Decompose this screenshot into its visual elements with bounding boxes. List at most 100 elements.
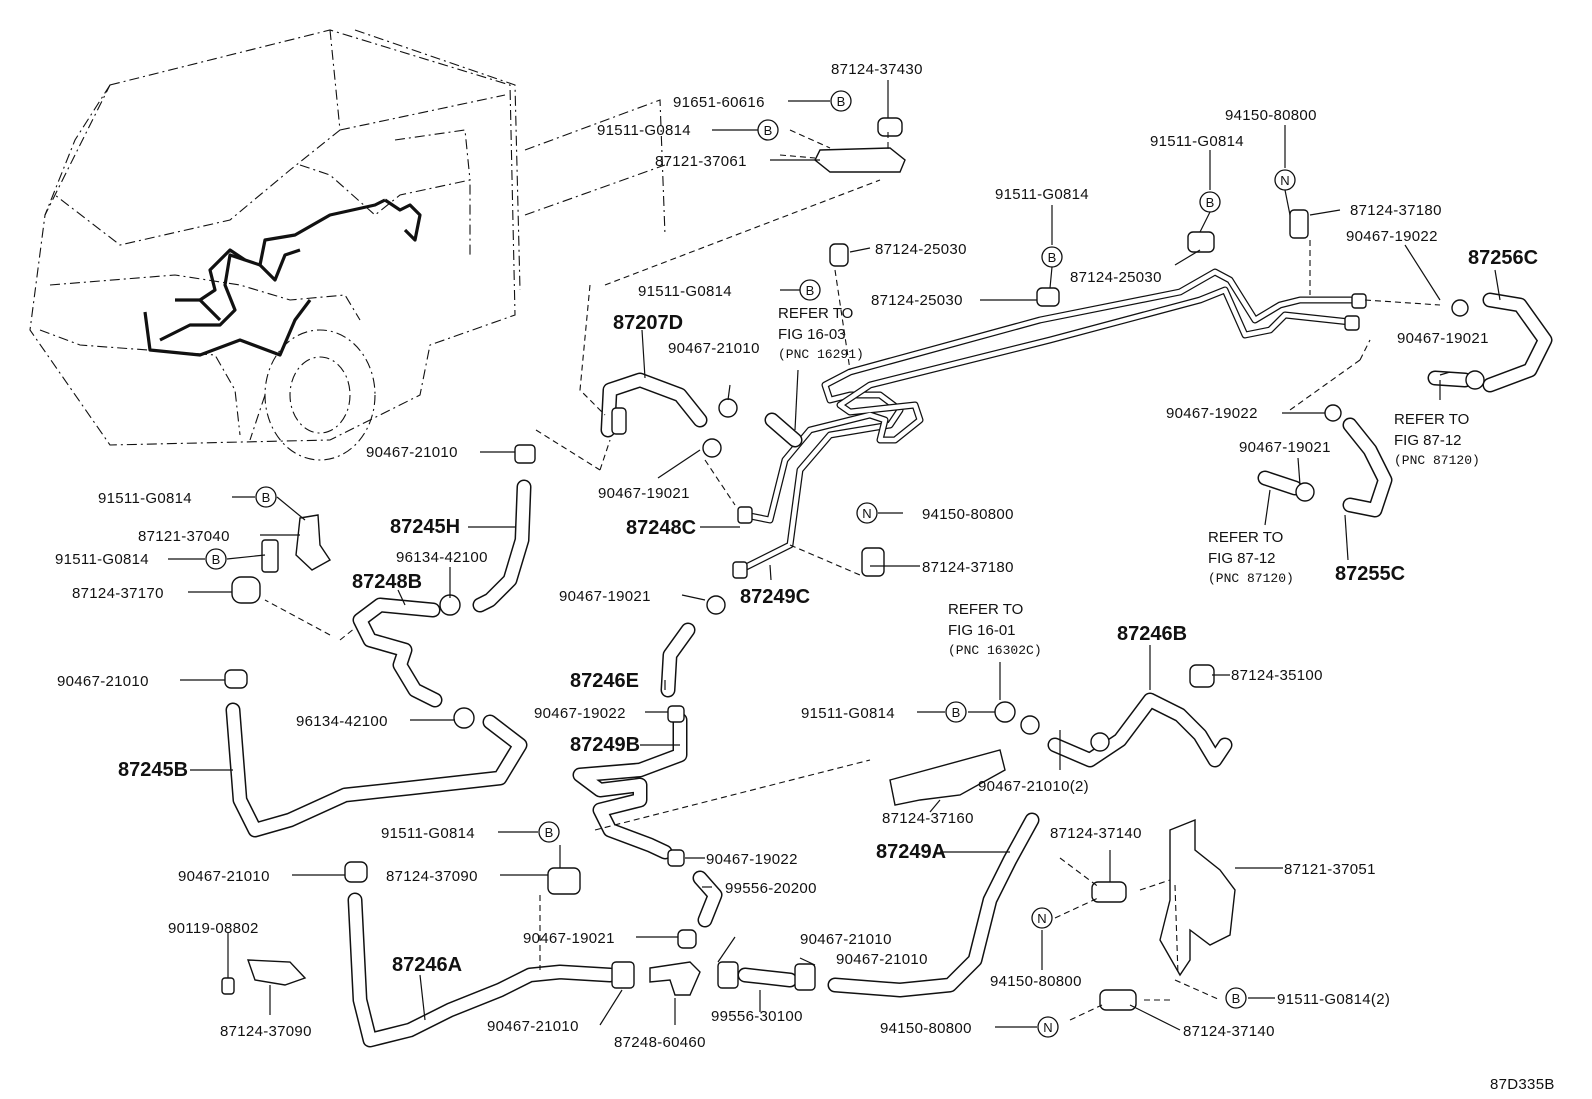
label-87121-37061: 87121-37061 bbox=[655, 153, 747, 170]
clip-90467-19022-d bbox=[667, 849, 685, 867]
label-90467-21010-f: 90467-21010 bbox=[836, 951, 928, 968]
label-90467-21010-d: 90467-21010 bbox=[178, 868, 270, 885]
label-90467-19022-a: 90467-19022 bbox=[1346, 228, 1438, 245]
label-87246B: 87246B bbox=[1117, 623, 1187, 645]
clip-90467-21010-a bbox=[718, 398, 738, 418]
svg-text:B: B bbox=[1232, 991, 1241, 1006]
label-91511-G0814-a: 91511-G0814 bbox=[597, 122, 691, 139]
label-87249A: 87249A bbox=[876, 841, 946, 863]
label-94150-80800-b: 94150-80800 bbox=[922, 506, 1014, 523]
symbol-b-91511-d: B bbox=[799, 279, 821, 301]
clip-refer-16-01 bbox=[994, 701, 1016, 723]
truck-outline bbox=[29, 29, 666, 461]
label-87124-37170: 87124-37170 bbox=[72, 585, 164, 602]
svg-text:FIG 87-12: FIG 87-12 bbox=[1208, 550, 1276, 567]
svg-text:(PNC 87120): (PNC 87120) bbox=[1394, 453, 1480, 468]
refer-fig-16-03: REFER TO FIG 16-03 (PNC 16291) bbox=[778, 305, 864, 362]
label-87256C: 87256C bbox=[1468, 247, 1538, 269]
clamp-87124-37180-b bbox=[861, 547, 885, 577]
clip-90467-19022-a bbox=[1451, 299, 1469, 317]
tee-87248-60460 bbox=[649, 961, 701, 996]
clamp-87124-35100 bbox=[1189, 664, 1215, 688]
clip-90467-19022-c bbox=[667, 705, 685, 723]
svg-text:FIG 16-01: FIG 16-01 bbox=[948, 622, 1016, 639]
svg-text:B: B bbox=[262, 490, 271, 505]
svg-text:B: B bbox=[1206, 195, 1215, 210]
label-94150-80800-c: 94150-80800 bbox=[990, 973, 1082, 990]
hoses bbox=[225, 292, 1553, 1048]
bracket-87121-37061 bbox=[814, 147, 906, 173]
label-87249B: 87249B bbox=[570, 734, 640, 756]
clip-90467-19021-b bbox=[1295, 482, 1315, 502]
svg-text:(PNC 87120): (PNC 87120) bbox=[1208, 571, 1294, 586]
svg-text:REFER TO: REFER TO bbox=[778, 305, 853, 322]
symbol-b-91511-a: B bbox=[757, 119, 779, 141]
label-91511-G0814-c: 91511-G0814 bbox=[995, 186, 1089, 203]
clip-90467-21010-b bbox=[514, 444, 536, 464]
heater-pipes bbox=[732, 268, 1367, 579]
label-87124-37180-b: 87124-37180 bbox=[922, 559, 1014, 576]
label-87121-37051: 87121-37051 bbox=[1284, 861, 1376, 878]
symbol-b-91651: B bbox=[830, 90, 852, 112]
label-87121-37040: 87121-37040 bbox=[138, 528, 230, 545]
label-90467-21010-a: 90467-21010 bbox=[668, 340, 760, 357]
clamp-87124-25030-mid bbox=[1036, 287, 1060, 307]
label-91511-G0814-b: 91511-G0814 bbox=[1150, 133, 1244, 150]
dashed-lines bbox=[264, 129, 1441, 1021]
label-90119-08802: 90119-08802 bbox=[168, 920, 259, 937]
label-90467-21010-2: 90467-21010(2) bbox=[978, 778, 1089, 795]
refer-fig-87-12-a: REFER TO FIG 87-12 (PNC 87120) bbox=[1394, 411, 1480, 468]
label-90467-19021-e: 90467-19021 bbox=[523, 930, 615, 947]
bracket-87121-37051 bbox=[1159, 818, 1236, 977]
figure-code: 87D335B bbox=[1490, 1076, 1555, 1093]
bracket-91511 bbox=[261, 539, 279, 573]
symbol-b-91511-f: B bbox=[205, 548, 227, 570]
wire-harness bbox=[143, 198, 422, 357]
refer-fig-87-12-b: REFER TO FIG 87-12 (PNC 87120) bbox=[1208, 529, 1294, 586]
svg-text:B: B bbox=[837, 94, 846, 109]
svg-text:(PNC 16291): (PNC 16291) bbox=[778, 347, 864, 362]
bolt-90119-08802 bbox=[221, 977, 235, 995]
clip-90467-21010-e bbox=[717, 961, 739, 989]
symbol-n-94150-b: N bbox=[856, 502, 878, 524]
svg-text:N: N bbox=[1043, 1020, 1052, 1035]
label-87124-37140-b: 87124-37140 bbox=[1183, 1023, 1275, 1040]
clamp-87124-37430 bbox=[877, 117, 903, 137]
label-90467-19021-c: 90467-19021 bbox=[598, 485, 690, 502]
clip-90467-19021-e bbox=[677, 929, 697, 949]
clip-90467-21010-g bbox=[611, 961, 635, 989]
svg-text:(PNC 16302C): (PNC 16302C) bbox=[948, 643, 1042, 658]
label-96134-42100-b: 96134-42100 bbox=[296, 713, 388, 730]
label-87248C: 87248C bbox=[626, 517, 696, 539]
clamp-87124-37180-top bbox=[1289, 209, 1309, 239]
symbol-b-91511-g: B bbox=[945, 701, 967, 723]
clip-90467-19021-a bbox=[1465, 370, 1485, 390]
clip-90467-19021-c bbox=[702, 438, 722, 458]
symbol-b-91511-2: B bbox=[1225, 987, 1247, 1009]
label-90467-19022-d: 90467-19022 bbox=[706, 851, 798, 868]
label-90467-19021-b: 90467-19021 bbox=[1239, 439, 1331, 456]
label-87124-25030-b: 87124-25030 bbox=[1070, 269, 1162, 286]
bracket-87121-37040 bbox=[295, 514, 332, 571]
label-90467-19021-d: 90467-19021 bbox=[559, 588, 651, 605]
svg-text:B: B bbox=[212, 552, 221, 567]
label-90467-21010-b: 90467-21010 bbox=[366, 444, 458, 461]
svg-text:B: B bbox=[545, 825, 554, 840]
clamp-87124-25030-top bbox=[829, 243, 849, 267]
svg-text:N: N bbox=[1037, 911, 1046, 926]
clamp-87124-37090-b bbox=[246, 959, 307, 986]
label-87124-37090-b: 87124-37090 bbox=[220, 1023, 312, 1040]
clip-90467-21010-f bbox=[794, 963, 816, 991]
label-90467-21010-e: 90467-21010 bbox=[800, 931, 892, 948]
label-90467-21010-g: 90467-21010 bbox=[487, 1018, 579, 1035]
bracket-87124-37160 bbox=[889, 749, 1006, 806]
label-87124-25030-c: 87124-25030 bbox=[871, 292, 963, 309]
label-87124-37140-a: 87124-37140 bbox=[1050, 825, 1142, 842]
svg-text:N: N bbox=[862, 506, 871, 521]
symbol-n-94150-d: N bbox=[1037, 1016, 1059, 1038]
svg-text:REFER TO: REFER TO bbox=[948, 601, 1023, 618]
clamp-87124-37140-a bbox=[1091, 881, 1127, 903]
symbol-b-91511-h: B bbox=[538, 821, 560, 843]
label-87245B: 87245B bbox=[118, 759, 188, 781]
